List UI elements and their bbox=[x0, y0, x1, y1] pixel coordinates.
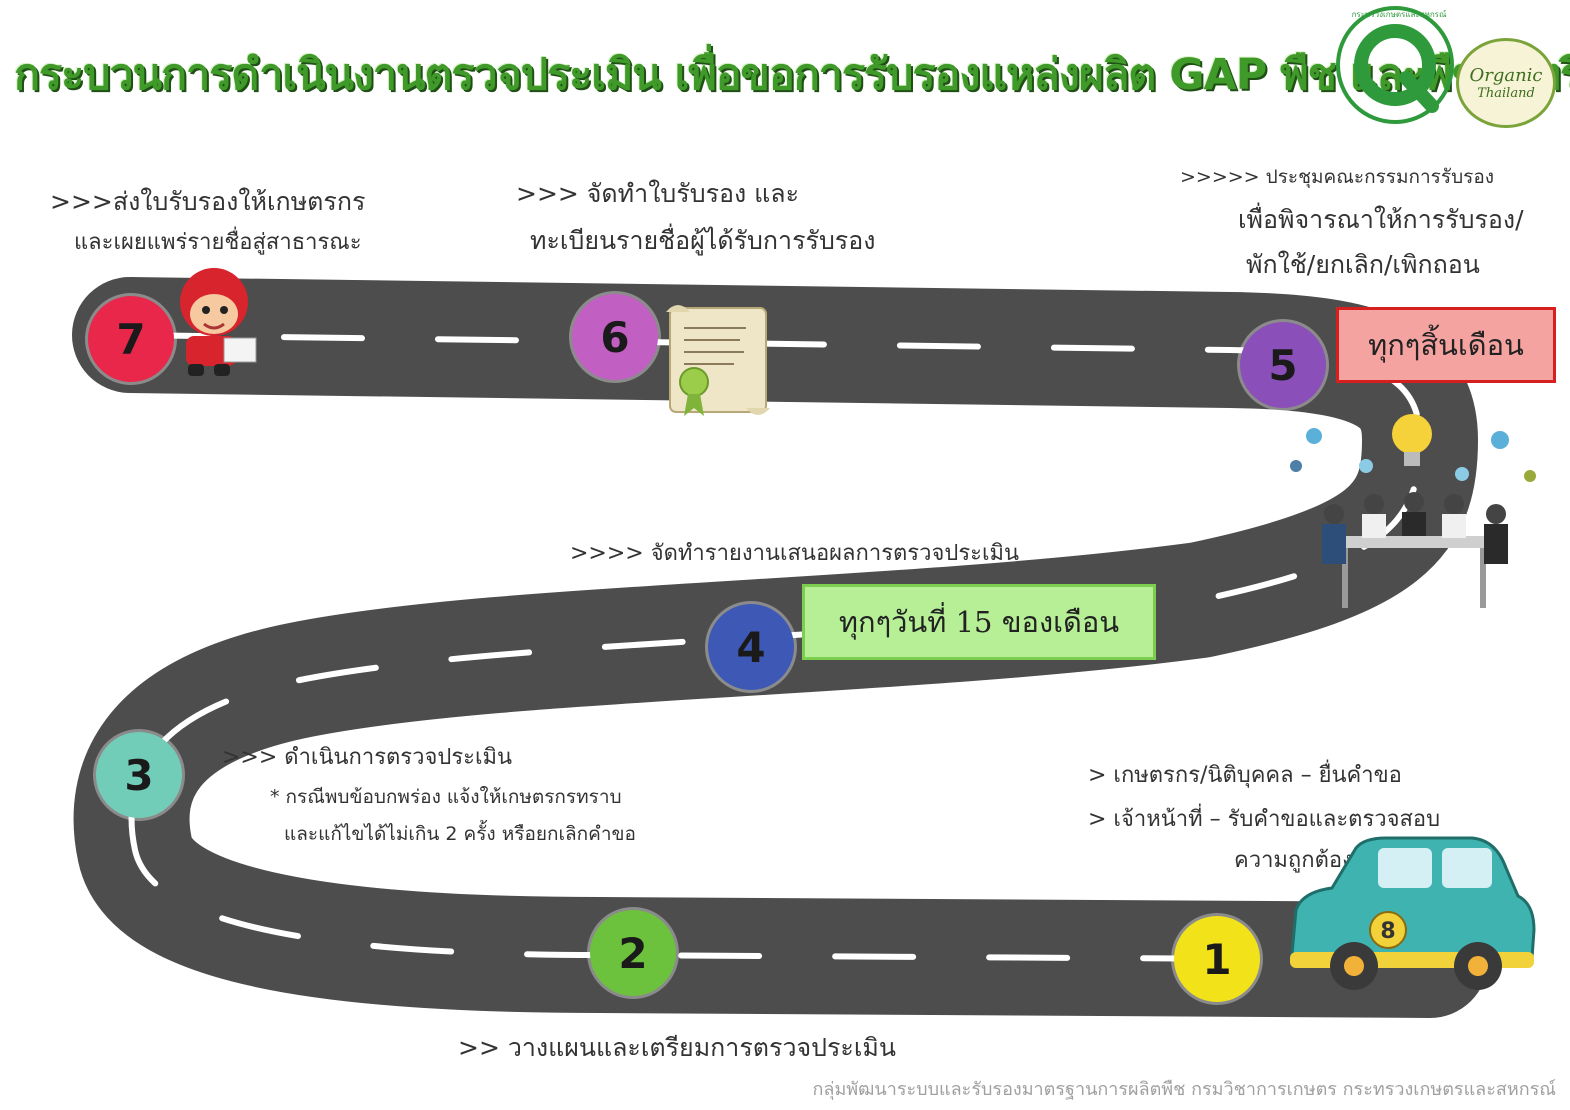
fifteenth-day-callout: ทุกๆวันที่ 15 ของเดือน bbox=[802, 584, 1156, 660]
step-3-line-3: และแก้ไขได้ไม่เกิน 2 ครั้ง หรือยกเลิกคำข… bbox=[284, 823, 636, 846]
step-6-number: 6 bbox=[600, 312, 630, 362]
step-7-label: >>>ส่งใบรับรองให้เกษตรกร และเผยแพร่รายชื… bbox=[50, 186, 365, 257]
step-3-line-1: >>> ดำเนินการตรวจประเมิน bbox=[222, 745, 513, 770]
organic-logo-line1: Organic bbox=[1469, 65, 1543, 86]
step-3-circle: 3 bbox=[96, 732, 182, 818]
organic-thailand-logo: Organic Thailand bbox=[1456, 38, 1556, 128]
car-badge-number: 8 bbox=[1380, 919, 1395, 944]
step-4-number: 4 bbox=[736, 622, 766, 672]
step-5-number: 5 bbox=[1268, 340, 1298, 390]
road-center-dashes bbox=[127, 332, 1433, 963]
step-2-label: >> วางแผนและเตรียมการตรวจประเมิน bbox=[458, 1033, 896, 1062]
step-1-number: 1 bbox=[1202, 934, 1232, 984]
step-5-line-3: พักใช้/ยกเลิก/เพิกถอน bbox=[1246, 250, 1480, 279]
footer-credit: กลุ่มพัฒนาระบบและรับรองมาตรฐานการผลิตพืช… bbox=[812, 1079, 1556, 1100]
page-title: กระบวนการดำเนินงานตรวจประเมิน เพื่อขอการ… bbox=[14, 50, 1570, 100]
step-3-label: >>> ดำเนินการตรวจประเมิน * กรณีพบข้อบกพร… bbox=[222, 744, 636, 847]
step-1-circle: 1 bbox=[1174, 916, 1260, 1002]
step-6-line-2: ทะเบียนรายชื่อผู้ได้รับการรับรอง bbox=[530, 226, 876, 256]
step-2-circle: 2 bbox=[590, 910, 676, 996]
step-6-line-1: >>> จัดทำใบรับรอง และ bbox=[516, 179, 800, 208]
step-5-line-2: เพื่อพิจารณาให้การรับรอง/ bbox=[1238, 204, 1524, 234]
step-7-number: 7 bbox=[116, 314, 146, 364]
step-1-line-1: > เกษตรกร/นิติบุคคล – ยื่นคำขอ bbox=[1088, 763, 1402, 788]
q-logo-graphic bbox=[1354, 24, 1439, 113]
step-2-number: 2 bbox=[618, 928, 648, 978]
q-logo-ring-text: กระทรวงเกษตรและสหกรณ์ bbox=[1351, 10, 1447, 19]
step-1-line-2: > เจ้าหน้าที่ – รับคำขอและตรวจสอบ bbox=[1088, 806, 1441, 832]
step-4-label: >>>> จัดทำรายงานเสนอผลการตรวจประเมิน bbox=[570, 541, 1020, 566]
organic-logo-line2: Thailand bbox=[1477, 86, 1535, 101]
step-7-line-1: >>>ส่งใบรับรองให้เกษตรกร bbox=[50, 187, 366, 216]
monthly-end-callout: ทุกๆสิ้นเดือน bbox=[1336, 307, 1556, 383]
step-5-circle: 5 bbox=[1240, 322, 1326, 408]
step-7-circle: 7 bbox=[88, 296, 174, 382]
step-3-line-2: * กรณีพบข้อบกพร่อง แจ้งให้เกษตรกรทราบ bbox=[270, 785, 622, 808]
step-4-circle: 4 bbox=[708, 604, 794, 690]
delivery-mascot-icon bbox=[180, 268, 257, 376]
car-icon: 8 bbox=[1290, 836, 1536, 990]
certificate-scroll-icon bbox=[666, 305, 770, 416]
q-mark-logo: Q กระทรวงเกษตรและสหกรณ์ bbox=[1336, 6, 1454, 124]
step-1-label: > เกษตรกร/นิติบุคคล – ยื่นคำขอ > เจ้าหน้… bbox=[1088, 762, 1440, 875]
step-5-label: >>>>> ประชุมคณะกรรมการรับรอง เพื่อพิจารณ… bbox=[1180, 166, 1524, 280]
step-7-line-2: และเผยแพร่รายชื่อสู่สาธารณะ bbox=[74, 230, 362, 256]
step-6-circle: 6 bbox=[572, 294, 658, 380]
committee-meeting-icon bbox=[1290, 414, 1536, 608]
step-5-line-1: >>>>> ประชุมคณะกรรมการรับรอง bbox=[1180, 166, 1495, 188]
step-3-number: 3 bbox=[124, 750, 154, 800]
step-1-line-3: ความถูกต้อง bbox=[1234, 848, 1353, 873]
step-6-label: >>> จัดทำใบรับรอง และ ทะเบียนรายชื่อผู้ไ… bbox=[516, 178, 875, 257]
